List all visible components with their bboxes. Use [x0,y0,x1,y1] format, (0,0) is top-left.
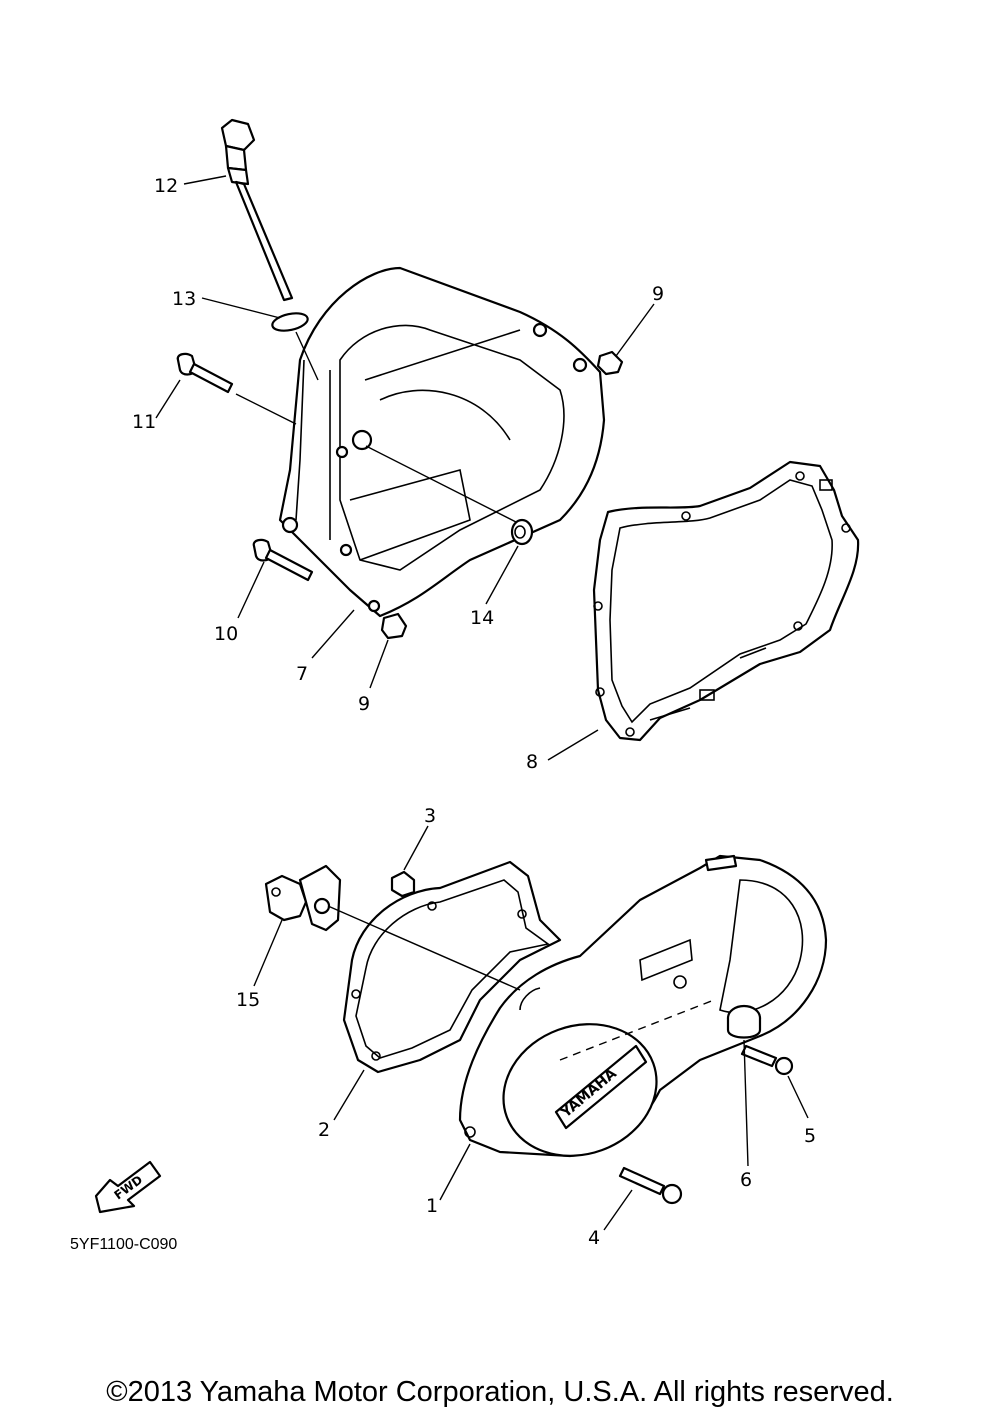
part-7-crankcase-cover[interactable] [278,266,606,618]
part-11-bolt[interactable] [176,352,234,394]
callout-6: 6 [740,1169,752,1191]
callout-15: 15 [236,989,260,1011]
callout-9-upper: 9 [652,283,664,305]
callout-12: 12 [154,175,178,197]
leader-lines [155,175,809,1231]
part-3-dowel-pin[interactable] [390,870,416,898]
part-8-gasket-right[interactable] [592,460,860,742]
callout-7: 7 [296,663,308,685]
callout-1: 1 [426,1195,438,1217]
copyright-notice: ©2013 Yamaha Motor Corporation, U.S.A. A… [106,1376,894,1408]
forward-direction-arrow: FWD [94,1160,162,1214]
part-6-plug[interactable] [726,1004,762,1039]
callout-8: 8 [526,751,538,773]
callout-10: 10 [214,623,238,645]
callout-14: 14 [470,607,494,629]
part-15-bracket[interactable] [264,864,342,932]
part-2-gasket-left[interactable] [342,860,562,1074]
part-12-dipstick[interactable] [220,118,294,302]
callout-4: 4 [588,1227,600,1249]
callout-3: 3 [424,805,436,827]
callout-9-lower: 9 [358,693,370,715]
part-14-oil-seal[interactable] [510,518,534,546]
part-5-screw[interactable] [740,1044,794,1076]
callout-2: 2 [318,1119,330,1141]
part-9-dowel-pin-upper[interactable] [596,350,624,376]
diagram-code-label: 5YF1100-C090 [70,1236,178,1253]
part-13-o-ring[interactable] [271,310,310,333]
part-4-screw[interactable] [618,1166,683,1205]
callout-5: 5 [804,1125,816,1147]
callout-13: 13 [172,288,196,310]
callout-11: 11 [132,411,156,433]
part-9-dowel-pin-lower[interactable] [380,612,408,640]
callout-numbers: 12 13 9 11 14 10 7 9 8 3 15 2 5 6 1 4 [132,175,816,1249]
part-1-crankcase-cover-left[interactable]: YAMAHA [458,854,828,1177]
part-10-bolt[interactable] [252,538,314,582]
